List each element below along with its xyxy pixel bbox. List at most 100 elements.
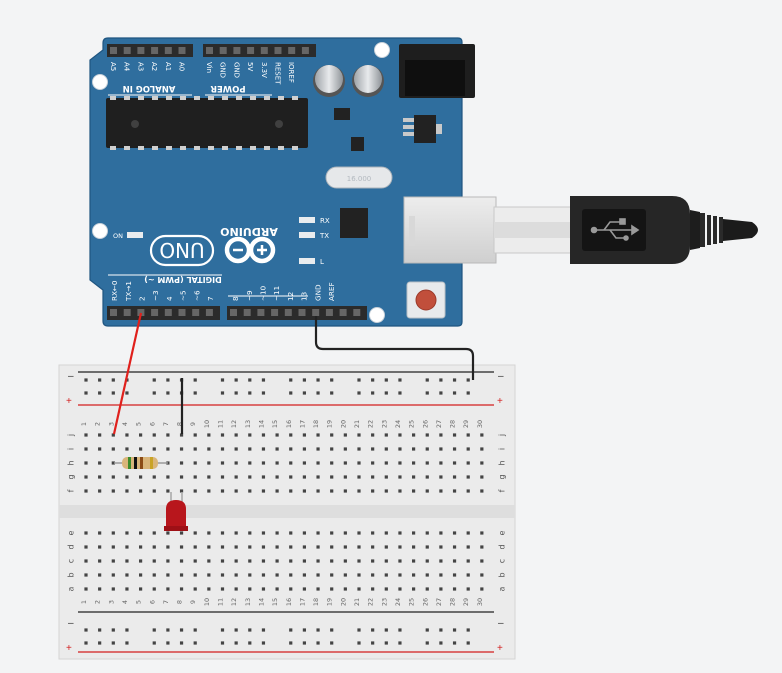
breadboard-hole[interactable]: [166, 559, 170, 563]
breadboard-hole[interactable]: [125, 545, 129, 549]
breadboard-hole[interactable]: [466, 433, 470, 437]
breadboard-hole[interactable]: [248, 433, 252, 437]
rail-hole[interactable]: [84, 641, 88, 645]
rail-hole[interactable]: [98, 641, 102, 645]
rail-hole[interactable]: [452, 628, 457, 632]
breadboard-hole[interactable]: [357, 573, 361, 577]
breadboard-hole[interactable]: [343, 475, 347, 479]
breadboard-hole[interactable]: [193, 587, 197, 591]
breadboard-hole[interactable]: [289, 475, 293, 479]
breadboard-hole[interactable]: [207, 447, 211, 451]
breadboard-hole[interactable]: [248, 559, 252, 563]
rail-hole[interactable]: [466, 378, 470, 382]
breadboard-hole[interactable]: [111, 559, 115, 563]
rail-hole[interactable]: [220, 378, 225, 382]
header-socket[interactable]: [243, 309, 251, 316]
header-socket[interactable]: [271, 309, 279, 316]
breadboard-hole[interactable]: [234, 447, 238, 451]
breadboard-hole[interactable]: [398, 461, 402, 465]
breadboard-hole[interactable]: [125, 531, 129, 535]
rail-hole[interactable]: [152, 628, 156, 632]
breadboard-hole[interactable]: [179, 461, 184, 465]
breadboard-hole[interactable]: [261, 531, 266, 535]
header-socket[interactable]: [178, 309, 186, 316]
header-socket[interactable]: [339, 309, 347, 316]
header-socket[interactable]: [164, 47, 172, 54]
breadboard-hole[interactable]: [357, 587, 361, 591]
breadboard-hole[interactable]: [220, 587, 225, 591]
breadboard-hole[interactable]: [166, 587, 170, 591]
breadboard-hole[interactable]: [179, 447, 184, 451]
rail-hole[interactable]: [384, 641, 388, 645]
breadboard-hole[interactable]: [152, 489, 156, 493]
breadboard-hole[interactable]: [343, 433, 347, 437]
breadboard-hole[interactable]: [248, 573, 252, 577]
header-socket[interactable]: [178, 47, 186, 54]
breadboard-hole[interactable]: [357, 559, 361, 563]
breadboard-hole[interactable]: [179, 587, 184, 591]
rail-hole[interactable]: [248, 391, 252, 395]
rail-hole[interactable]: [98, 378, 102, 382]
breadboard-hole[interactable]: [316, 531, 320, 535]
breadboard-hole[interactable]: [261, 433, 266, 437]
rail-hole[interactable]: [316, 641, 320, 645]
breadboard-hole[interactable]: [220, 447, 225, 451]
breadboard-hole[interactable]: [166, 433, 170, 437]
rail-hole[interactable]: [384, 391, 388, 395]
breadboard-hole[interactable]: [425, 531, 429, 535]
rail-hole[interactable]: [220, 628, 225, 632]
breadboard-hole[interactable]: [275, 559, 279, 563]
breadboard-hole[interactable]: [84, 475, 88, 479]
breadboard-hole[interactable]: [139, 433, 143, 437]
breadboard-hole[interactable]: [398, 587, 402, 591]
breadboard-hole[interactable]: [261, 559, 266, 563]
breadboard-hole[interactable]: [412, 545, 416, 549]
breadboard-hole[interactable]: [357, 447, 361, 451]
breadboard-hole[interactable]: [371, 587, 375, 591]
breadboard-hole[interactable]: [139, 545, 143, 549]
breadboard-hole[interactable]: [357, 545, 361, 549]
breadboard-hole[interactable]: [302, 573, 306, 577]
rail-hole[interactable]: [289, 628, 293, 632]
header-socket[interactable]: [325, 309, 333, 316]
breadboard-hole[interactable]: [193, 573, 197, 577]
breadboard-hole[interactable]: [152, 545, 156, 549]
breadboard-hole[interactable]: [316, 489, 320, 493]
breadboard-hole[interactable]: [480, 573, 484, 577]
breadboard-hole[interactable]: [289, 573, 293, 577]
breadboard-hole[interactable]: [289, 531, 293, 535]
breadboard-hole[interactable]: [302, 559, 306, 563]
breadboard-hole[interactable]: [234, 531, 238, 535]
breadboard-hole[interactable]: [330, 573, 334, 577]
breadboard-hole[interactable]: [166, 545, 170, 549]
breadboard-hole[interactable]: [98, 559, 102, 563]
breadboard-hole[interactable]: [466, 559, 470, 563]
breadboard-hole[interactable]: [452, 461, 457, 465]
rail-hole[interactable]: [316, 391, 320, 395]
breadboard-hole[interactable]: [84, 461, 88, 465]
breadboard-hole[interactable]: [480, 587, 484, 591]
breadboard-hole[interactable]: [425, 587, 429, 591]
breadboard-hole[interactable]: [371, 461, 375, 465]
rail-hole[interactable]: [330, 641, 334, 645]
breadboard-hole[interactable]: [439, 447, 443, 451]
breadboard-hole[interactable]: [275, 475, 279, 479]
breadboard-hole[interactable]: [152, 475, 156, 479]
breadboard-hole[interactable]: [466, 461, 470, 465]
breadboard-hole[interactable]: [398, 573, 402, 577]
rail-hole[interactable]: [234, 641, 238, 645]
breadboard-hole[interactable]: [480, 433, 484, 437]
rail-hole[interactable]: [84, 628, 88, 632]
breadboard-hole[interactable]: [398, 559, 402, 563]
breadboard-hole[interactable]: [275, 573, 279, 577]
breadboard-hole[interactable]: [412, 475, 416, 479]
breadboard-hole[interactable]: [125, 559, 129, 563]
breadboard-hole[interactable]: [139, 447, 143, 451]
breadboard-hole[interactable]: [275, 587, 279, 591]
rail-hole[interactable]: [302, 378, 306, 382]
rail-hole[interactable]: [261, 628, 266, 632]
breadboard-hole[interactable]: [425, 573, 429, 577]
header-socket[interactable]: [230, 309, 237, 316]
breadboard-hole[interactable]: [98, 461, 102, 465]
breadboard-hole[interactable]: [302, 489, 306, 493]
